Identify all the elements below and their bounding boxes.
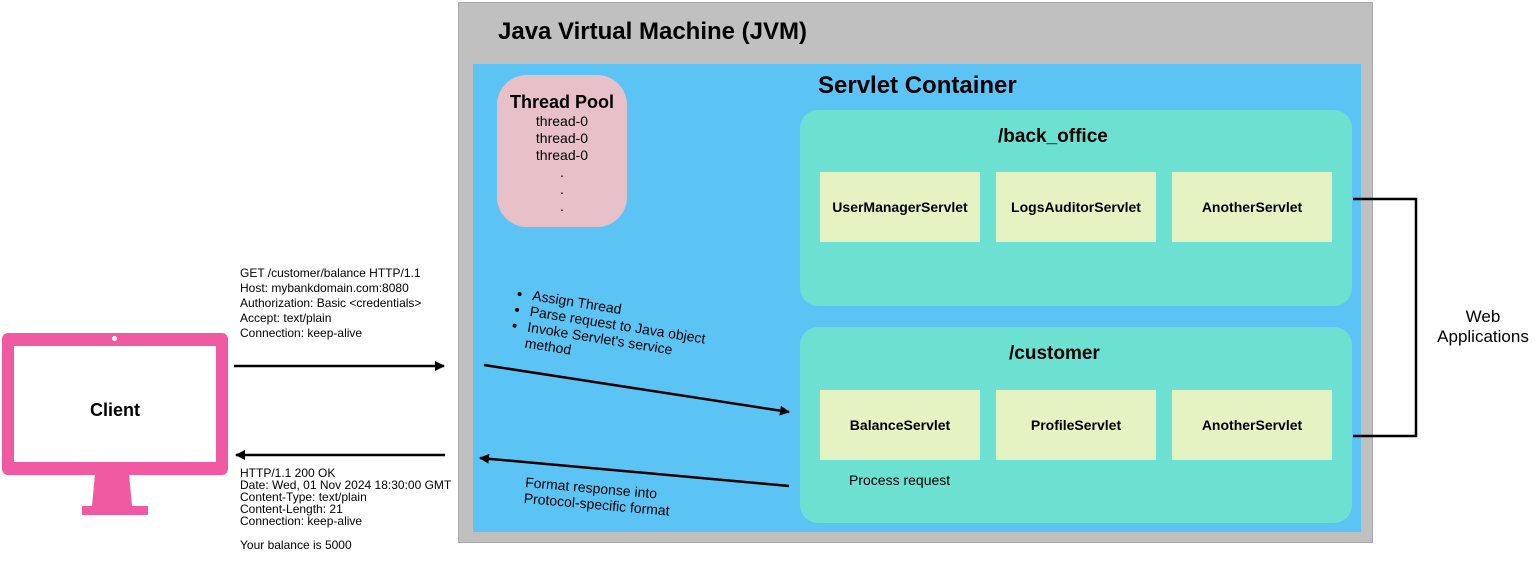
thread-pool-line: . bbox=[560, 164, 564, 180]
servlet-box: AnotherServlet bbox=[1172, 172, 1332, 242]
web-app-back-office-title: /back_office bbox=[998, 126, 1108, 147]
servlet-box: UserManagerServlet bbox=[820, 172, 980, 242]
web-applications-label: Web Applications bbox=[1437, 307, 1529, 346]
http-request-line: Authorization: Basic <credentials> bbox=[240, 296, 422, 310]
web-app-customer-title: /customer bbox=[1009, 343, 1100, 364]
monitor-camera bbox=[112, 336, 117, 341]
thread-pool-line: thread-0 bbox=[535, 130, 589, 146]
jvm-title: Java Virtual Machine (JVM) bbox=[498, 18, 807, 45]
thread-pool-title: Thread Pool bbox=[509, 92, 614, 112]
thread-pool-line: thread-0 bbox=[535, 113, 589, 129]
monitor-screen bbox=[14, 346, 216, 462]
http-response-text: HTTP/1.1 200 OK Date: Wed, 01 Nov 2024 1… bbox=[240, 467, 451, 551]
http-request-text: GET /customer/balance HTTP/1.1 Host: myb… bbox=[240, 266, 421, 341]
thread-pool-line: . bbox=[560, 181, 564, 197]
dispatch-arrow bbox=[483, 363, 790, 416]
http-request-line: GET /customer/balance HTTP/1.1 bbox=[240, 266, 421, 280]
servlet-box: LogsAuditorServlet bbox=[996, 172, 1156, 242]
servlet-container-title: Servlet Container bbox=[818, 72, 1017, 99]
http-response-line: HTTP/1.1 200 OK bbox=[240, 466, 336, 480]
http-response-line: Connection: keep-alive bbox=[240, 514, 363, 528]
thread-pool-line: thread-0 bbox=[535, 147, 589, 163]
return-arrow bbox=[479, 453, 790, 488]
http-request-line: Connection: keep-alive bbox=[240, 326, 363, 340]
servlet-box: ProfileServlet bbox=[996, 390, 1156, 460]
http-request-line: Accept: text/plain bbox=[240, 311, 332, 325]
servlet-box: AnotherServlet bbox=[1172, 390, 1332, 460]
monitor-stand bbox=[82, 474, 148, 515]
http-response-line: Content-Length: 21 bbox=[240, 502, 343, 516]
http-response-line: Date: Wed, 01 Nov 2024 18:30:00 GMT bbox=[240, 478, 452, 492]
servlet-box: BalanceServlet bbox=[820, 390, 980, 460]
http-response-body: Your balance is 5000 bbox=[240, 538, 352, 552]
process-request-label: Process request bbox=[849, 472, 951, 488]
thread-pool: Thread Pool thread-0 thread-0 thread-0 .… bbox=[497, 75, 627, 227]
http-request-line: Host: mybankdomain.com:8080 bbox=[240, 281, 409, 295]
client-label: Client bbox=[89, 400, 140, 420]
thread-pool-line: . bbox=[560, 198, 564, 214]
http-response-line: Content-Type: text/plain bbox=[240, 490, 367, 504]
web-apps-bracket bbox=[1353, 197, 1418, 438]
